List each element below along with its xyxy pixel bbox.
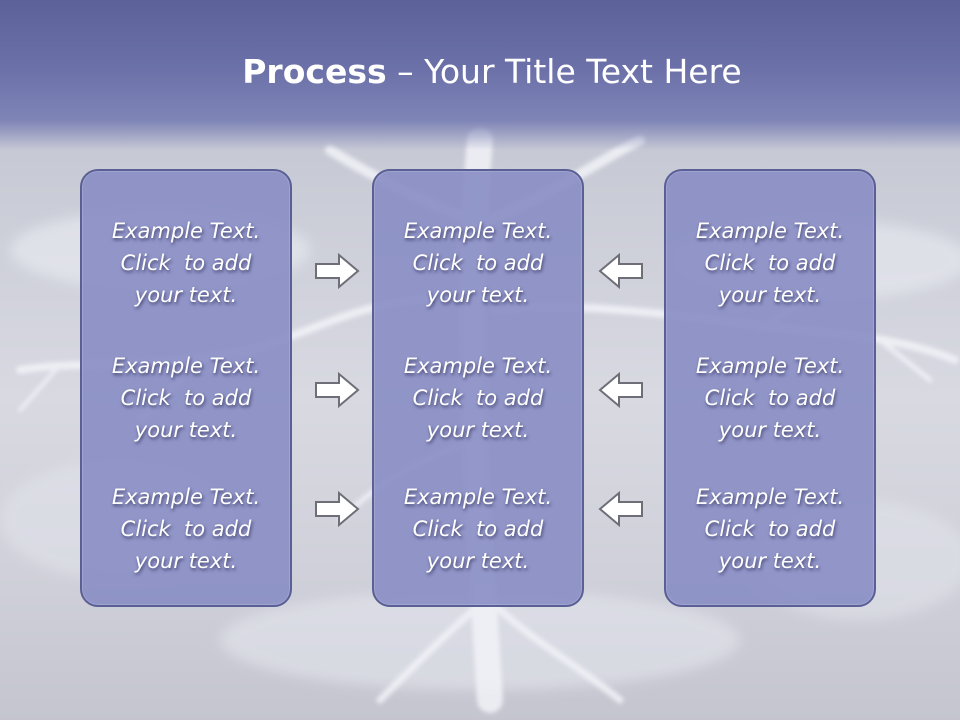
text-line: your text. — [718, 283, 822, 307]
text-line: Example Text. — [403, 485, 553, 509]
right-arrow-icon[interactable] — [313, 371, 361, 409]
text-line: your text. — [718, 418, 822, 442]
text-line: Example Text. — [695, 354, 845, 378]
text-block[interactable]: Example Text. Click to add your text. — [666, 350, 874, 446]
text-line: your text. — [426, 418, 530, 442]
text-line: Click to add — [412, 386, 544, 410]
text-line: your text. — [426, 549, 530, 573]
left-arrow-icon[interactable] — [597, 371, 645, 409]
text-block[interactable]: Example Text. Click to add your text. — [82, 350, 290, 446]
slide-title[interactable]: Process – Your Title Text Here — [0, 52, 960, 91]
text-line: Click to add — [120, 251, 252, 275]
text-line: Click to add — [412, 517, 544, 541]
right-arrow-icon[interactable] — [313, 490, 361, 528]
text-line: your text. — [426, 283, 530, 307]
text-line: Example Text. — [695, 485, 845, 509]
process-box-right[interactable]: Example Text. Click to add your text. Ex… — [664, 169, 876, 607]
text-block[interactable]: Example Text. Click to add your text. — [374, 215, 582, 311]
text-line: Example Text. — [403, 354, 553, 378]
title-bar — [0, 0, 960, 150]
text-line: Example Text. — [111, 485, 261, 509]
process-box-center[interactable]: Example Text. Click to add your text. Ex… — [372, 169, 584, 607]
text-block[interactable]: Example Text. Click to add your text. — [374, 350, 582, 446]
text-block[interactable]: Example Text. Click to add your text. — [666, 481, 874, 577]
text-line: Click to add — [704, 251, 836, 275]
text-line: Click to add — [120, 386, 252, 410]
text-line: Example Text. — [111, 354, 261, 378]
text-block[interactable]: Example Text. Click to add your text. — [374, 481, 582, 577]
text-line: Example Text. — [695, 219, 845, 243]
title-bold: Process — [242, 52, 387, 91]
text-line: your text. — [718, 549, 822, 573]
left-arrow-icon[interactable] — [597, 252, 645, 290]
text-line: Example Text. — [111, 219, 261, 243]
text-line: Click to add — [704, 386, 836, 410]
text-line: Click to add — [412, 251, 544, 275]
left-arrow-icon[interactable] — [597, 490, 645, 528]
text-line: your text. — [134, 418, 238, 442]
text-line: your text. — [134, 283, 238, 307]
text-line: your text. — [134, 549, 238, 573]
text-block[interactable]: Example Text. Click to add your text. — [82, 481, 290, 577]
text-line: Example Text. — [403, 219, 553, 243]
text-block[interactable]: Example Text. Click to add your text. — [666, 215, 874, 311]
text-line: Click to add — [120, 517, 252, 541]
title-rest: – Your Title Text Here — [386, 52, 742, 91]
text-block[interactable]: Example Text. Click to add your text. — [82, 215, 290, 311]
text-line: Click to add — [704, 517, 836, 541]
process-box-left[interactable]: Example Text. Click to add your text. Ex… — [80, 169, 292, 607]
right-arrow-icon[interactable] — [313, 252, 361, 290]
